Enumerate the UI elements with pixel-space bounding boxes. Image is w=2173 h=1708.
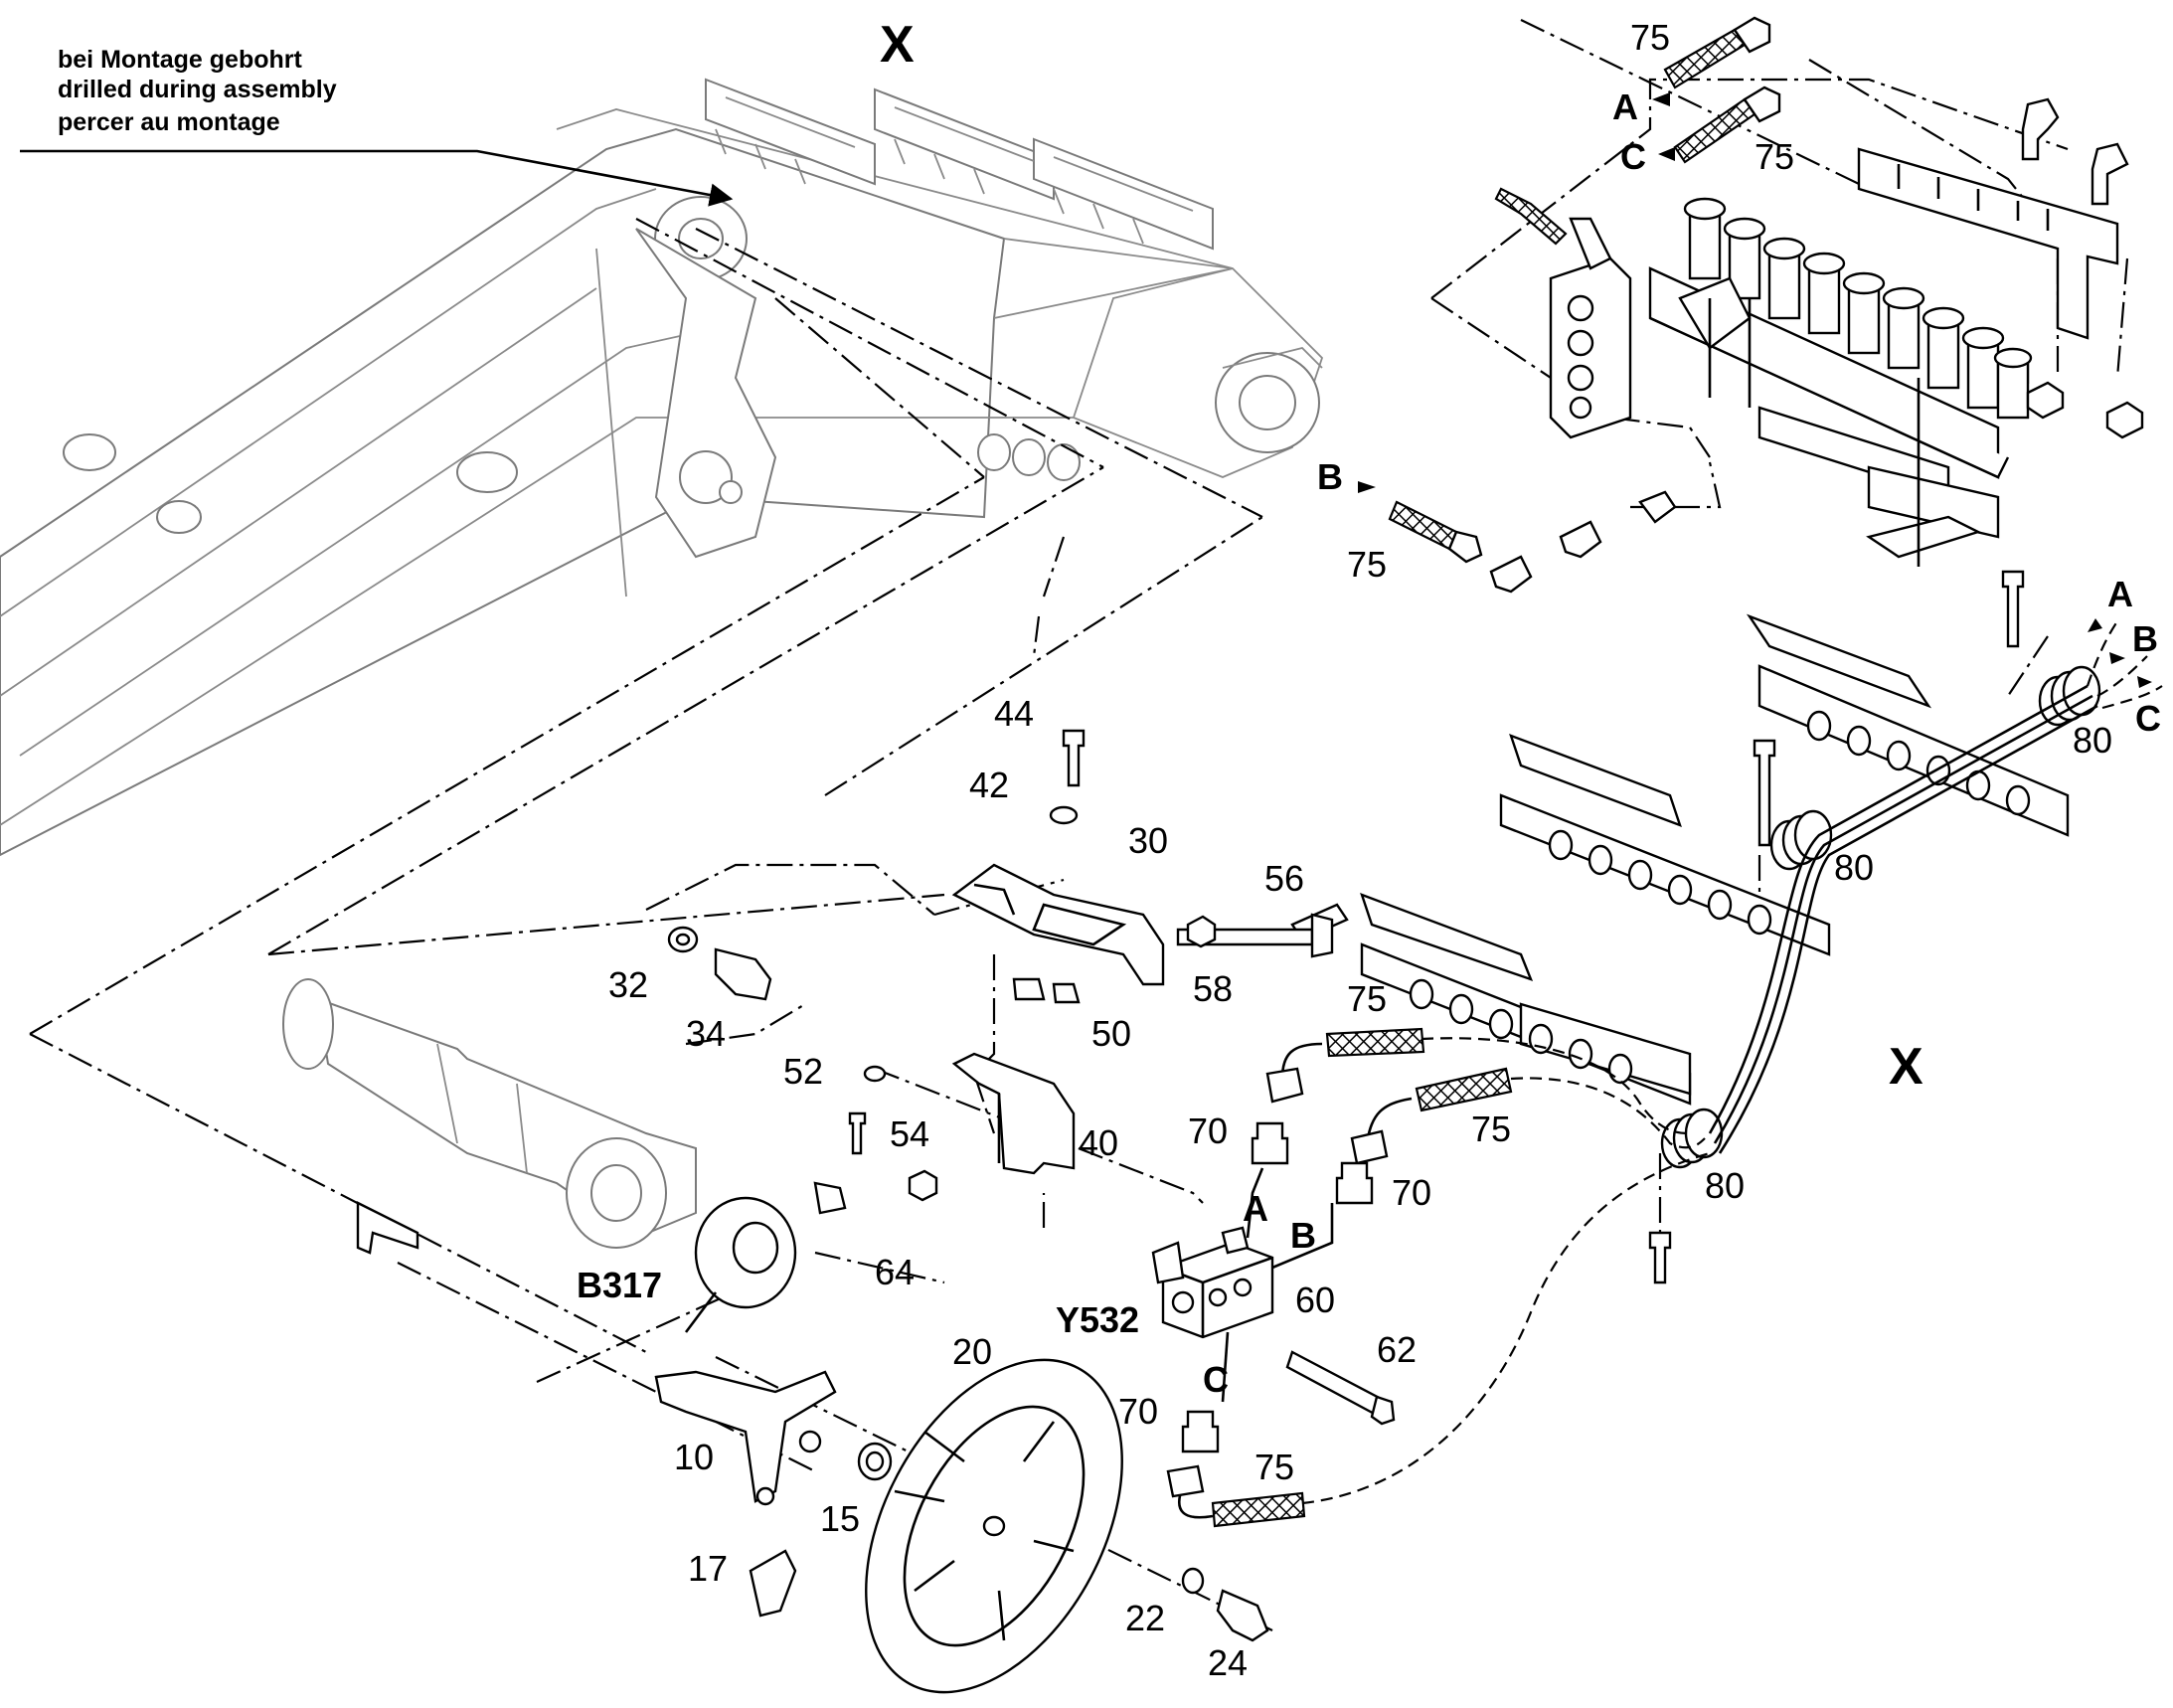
sensor-b317: [684, 1181, 847, 1333]
nipples-70: [1181, 1121, 1374, 1453]
letter-b-mid: B: [1317, 456, 1343, 497]
callout-labels: 75 75 75 75 75 75 80 80 80 70 70 70 44 4…: [577, 17, 2112, 1683]
callout-75-b: 75: [1755, 136, 1794, 177]
callout-17: 17: [688, 1548, 728, 1589]
callout-22: 22: [1125, 1598, 1165, 1638]
lever-10: [654, 1370, 837, 1506]
letter-a-top: A: [1612, 86, 1638, 127]
letter-a-valve: A: [1243, 1188, 1268, 1229]
callout-40: 40: [1079, 1122, 1118, 1163]
callout-50: 50: [1091, 1013, 1131, 1054]
callout-70-a: 70: [1188, 1110, 1228, 1151]
connection-letters: A C B A B C A B C: [1203, 86, 2161, 1400]
callout-70-b: 70: [1392, 1172, 1431, 1213]
callout-80-a: 80: [2073, 720, 2112, 761]
callout-56: 56: [1264, 858, 1304, 899]
bushing-15: [857, 1442, 893, 1481]
label-y532: Y532: [1056, 1299, 1139, 1340]
bracket-40: [951, 1052, 1076, 1175]
callout-24: 24: [1208, 1642, 1248, 1683]
valve-y532: [1151, 1167, 1396, 1426]
callout-75-c: 75: [1347, 544, 1387, 585]
view-mark-right: X: [1889, 1038, 1923, 1096]
callout-32: 32: [608, 964, 648, 1005]
callout-62: 62: [1377, 1329, 1417, 1370]
callout-52: 52: [783, 1051, 823, 1092]
callout-80-c: 80: [1705, 1165, 1745, 1206]
letter-c-right: C: [2135, 698, 2161, 739]
callout-70-c: 70: [1118, 1391, 1158, 1432]
disc-20: [865, 1358, 1123, 1694]
callout-44: 44: [994, 693, 1034, 734]
callout-64: 64: [875, 1252, 915, 1292]
callout-80-b: 80: [1834, 847, 1874, 888]
callout-75-f: 75: [1254, 1447, 1294, 1487]
callout-42: 42: [969, 765, 1009, 805]
callout-58: 58: [1193, 968, 1233, 1009]
callout-15: 15: [820, 1498, 860, 1539]
note-leader-arrow: [20, 149, 734, 207]
pin: [356, 1201, 419, 1255]
section-valve-block: [1494, 97, 2144, 567]
bracket-30: [951, 863, 1165, 986]
callout-30: 30: [1128, 820, 1168, 861]
label-b317: B317: [577, 1265, 662, 1305]
callout-60: 60: [1295, 1280, 1335, 1320]
letter-b-right: B: [2132, 618, 2158, 659]
nozzle-bar-sections: [1360, 570, 2163, 1284]
callout-75-e: 75: [1471, 1109, 1511, 1149]
callout-75-a: 75: [1630, 17, 1670, 58]
boom-assembly: [0, 78, 1324, 857]
washer-22-bolt-24: [1181, 1567, 1269, 1642]
note-line-2: drilled during assembly: [58, 76, 337, 103]
callout-54: 54: [890, 1113, 929, 1154]
letter-c-top: C: [1620, 136, 1646, 177]
callout-34: 34: [686, 1013, 726, 1054]
letter-c-valve: C: [1203, 1359, 1229, 1400]
callout-20: 20: [952, 1331, 992, 1372]
valve-cylinders: [1683, 197, 2033, 420]
note-line-1: bei Montage gebohrt: [58, 46, 303, 74]
callout-75-d: 75: [1347, 978, 1387, 1019]
view-mark-top: X: [880, 16, 915, 74]
assembly-note: bei Montage gebohrt drilled during assem…: [20, 46, 734, 207]
bolt-17: [749, 1549, 797, 1618]
hose-75-lower: [1166, 1027, 1711, 1528]
letter-a-right: A: [2107, 574, 2133, 614]
callout-10: 10: [674, 1437, 714, 1477]
hose-75-top: [1388, 16, 1781, 594]
letter-b-valve: B: [1290, 1215, 1316, 1256]
note-line-3: percer au montage: [58, 108, 280, 136]
nozzle-holes: [1409, 710, 2031, 1085]
hydraulic-cylinder: [282, 978, 697, 1249]
small-parts: [667, 729, 1349, 1202]
